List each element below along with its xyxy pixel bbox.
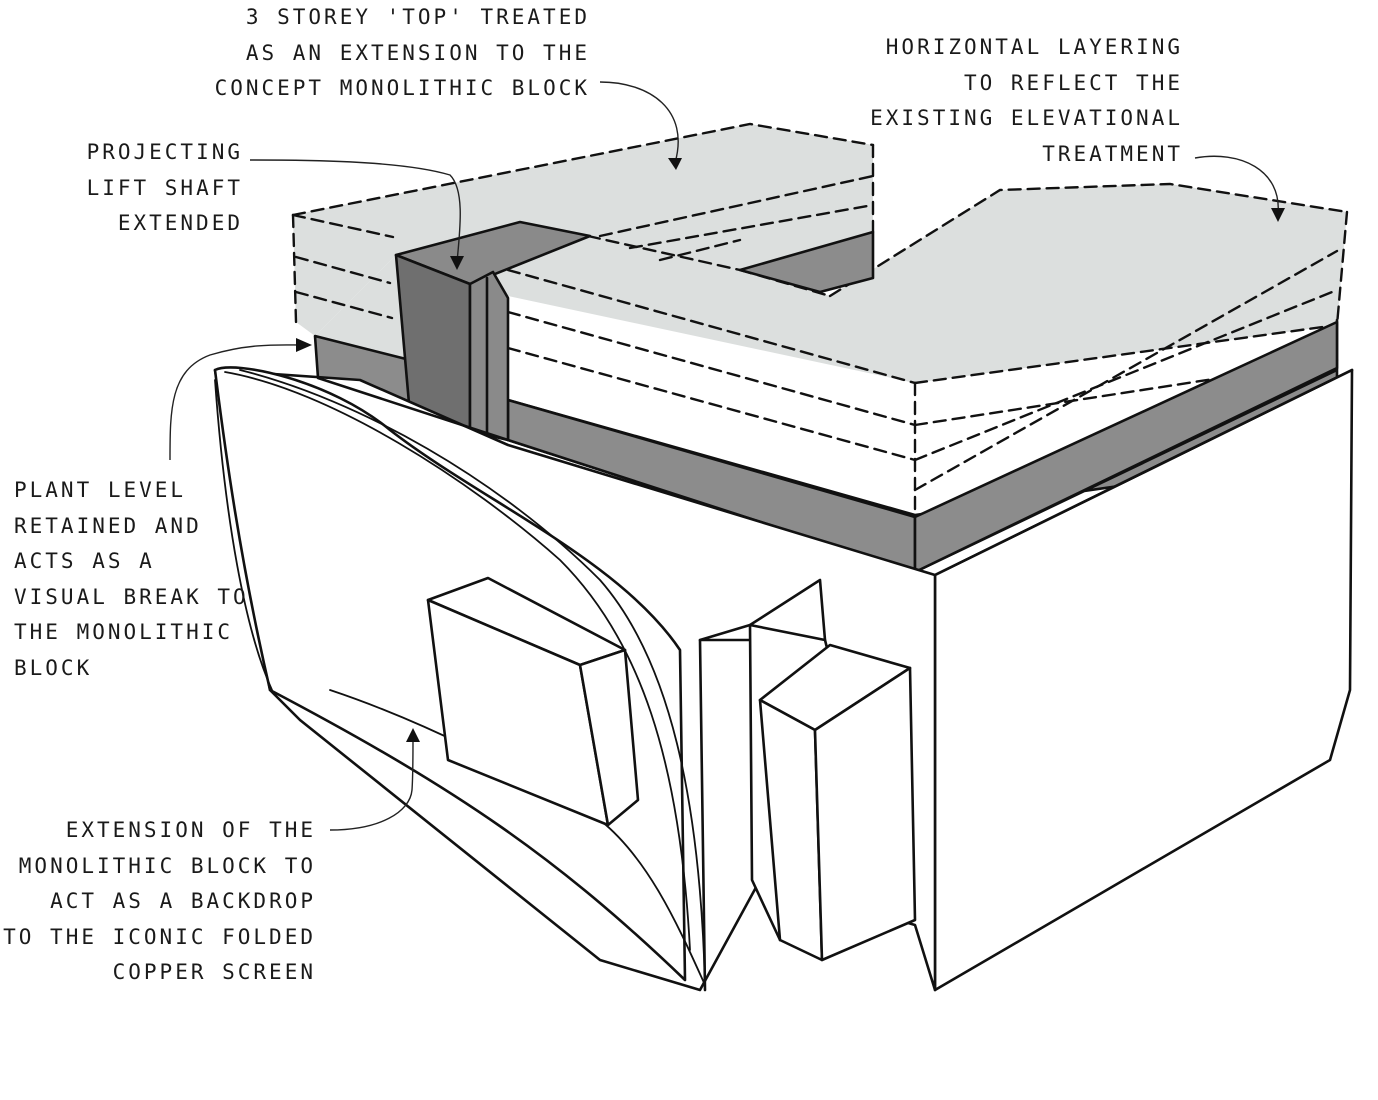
annotation-plant-level: plant level retained and acts as a visua… — [14, 473, 249, 686]
annotation-line: existing elevational — [870, 106, 1183, 130]
arrowhead-top-storey-icon — [668, 158, 682, 170]
annotation-top-storey: 3 storey 'top' treated as an extension t… — [215, 0, 590, 107]
arrowhead-plant-level-icon — [296, 338, 312, 352]
arrow-block-extension — [329, 737, 414, 831]
annotation-line: 3 storey 'top' treated — [245, 5, 590, 29]
arrow-top-storey — [599, 81, 679, 164]
annotation-line: projecting — [86, 140, 243, 164]
annotation-line: act as a backdrop — [50, 889, 316, 913]
arrow-lift-shaft — [249, 159, 461, 263]
arrowhead-block-extension-icon — [406, 728, 420, 742]
lower-boxes — [426, 576, 917, 992]
arrow-horizontal-layering — [1194, 155, 1279, 215]
annotation-line: retained and — [14, 513, 202, 538]
arrowhead-horizontal-layering-icon — [1271, 208, 1285, 222]
annotation-line: as an extension to the — [245, 40, 590, 65]
annotation-line: concept monolithic block — [214, 76, 590, 100]
plant-level-band — [313, 230, 1339, 574]
annotation-horizontal-layering: horizontal layering to reflect the exist… — [870, 30, 1183, 172]
annotation-line: block — [14, 655, 93, 680]
annotation-line: plant level — [14, 478, 187, 502]
annotation-lift-shaft: projecting lift shaft extended — [87, 135, 243, 242]
annotation-line: extended — [117, 211, 243, 235]
annotation-line: extension of the — [65, 818, 316, 842]
annotation-block-extension: extension of the monolithic block to act… — [3, 813, 316, 991]
annotation-line: to the iconic folded — [3, 924, 316, 949]
annotation-line: copper screen — [112, 960, 316, 984]
annotation-line: horizontal layering — [885, 35, 1183, 59]
annotation-line: to reflect the — [963, 70, 1183, 95]
annotation-line: acts as a — [14, 549, 155, 573]
annotation-line: treatment — [1042, 141, 1183, 166]
leader-arrows — [169, 81, 1285, 831]
annotation-line: visual break to — [14, 584, 249, 609]
arrowhead-lift-shaft-icon — [450, 256, 464, 270]
annotation-line: the monolithic — [14, 620, 234, 644]
arrow-plant-level — [169, 344, 303, 461]
annotation-line: monolithic block to — [18, 853, 316, 878]
annotation-line: lift shaft — [86, 175, 243, 200]
